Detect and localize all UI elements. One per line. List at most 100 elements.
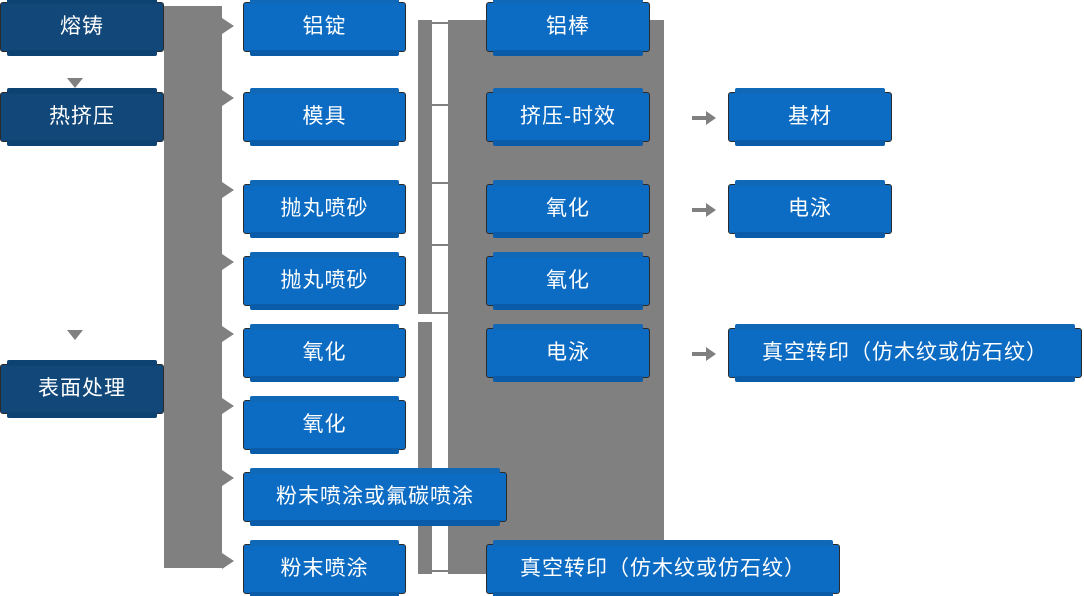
node-oxidation-4[interactable]: 氧化 [486, 252, 650, 310]
node-label: 挤压-时效 [520, 105, 616, 129]
box-bottom-shadow [493, 304, 643, 310]
node-label: 真空转印（仿木纹或仿石纹） [520, 557, 806, 581]
box-bottom-shadow [250, 304, 399, 310]
node-surface-treatment[interactable]: 表面处理 [0, 360, 164, 418]
node-al-ingot[interactable]: 铝锭 [243, 0, 406, 56]
node-extrusion-aging[interactable]: 挤压-时效 [486, 88, 650, 146]
node-label: 模具 [302, 105, 347, 129]
stage-to-detail-fan-stem [164, 6, 222, 368]
node-oxidation-3[interactable]: 氧化 [486, 180, 650, 238]
stage-down-arrow-1 [67, 78, 83, 88]
node-mold[interactable]: 模具 [243, 88, 406, 146]
box-top-lip [493, 180, 643, 186]
box-top-lip [250, 180, 399, 186]
detail-rail-upper [418, 20, 432, 314]
node-powder-or-fluorocarbon-coating[interactable]: 粉末喷涂或氟碳喷涂 [243, 468, 507, 526]
box-bottom-shadow [250, 592, 399, 596]
node-vacuum-transfer-print-2[interactable]: 真空转印（仿木纹或仿石纹） [728, 324, 1082, 382]
node-al-bar[interactable]: 铝棒 [486, 0, 650, 56]
box-bottom-shadow [493, 232, 643, 238]
box-top-lip [735, 324, 1075, 330]
box-top-lip [250, 252, 399, 258]
node-label: 粉末喷涂或氟碳喷涂 [276, 485, 474, 509]
node-electrophoresis-1[interactable]: 电泳 [486, 324, 650, 382]
node-label: 熔铸 [60, 15, 104, 39]
box-top-lip [250, 396, 399, 402]
fan-arrow-2 [222, 90, 234, 106]
node-label: 热挤压 [49, 105, 115, 129]
node-oxidation-1[interactable]: 氧化 [243, 324, 406, 382]
box-bottom-shadow [250, 140, 399, 146]
node-powder-coating[interactable]: 粉末喷涂 [243, 540, 406, 596]
node-label: 基材 [788, 105, 832, 129]
box-bottom-shadow [735, 376, 1075, 382]
node-oxidation-2[interactable]: 氧化 [243, 396, 406, 454]
box-bottom-shadow [7, 50, 157, 56]
fan-arrow-5 [222, 326, 234, 342]
node-label: 氧化 [546, 197, 590, 221]
fan-arrow-8 [222, 553, 234, 569]
detail-tick-1 [432, 22, 450, 24]
fan-arrow-7 [222, 470, 234, 486]
box-top-lip [250, 324, 399, 330]
fan-arrow-4 [222, 254, 234, 270]
box-bottom-shadow [493, 592, 833, 596]
box-bottom-shadow [250, 448, 399, 454]
product-conn-arrow-1 [706, 111, 716, 125]
box-bottom-shadow [493, 376, 643, 382]
node-electrophoresis-2[interactable]: 电泳 [728, 180, 892, 238]
node-label: 电泳 [546, 341, 590, 365]
node-label: 抛丸喷砂 [280, 269, 369, 293]
node-label: 氧化 [302, 341, 347, 365]
box-top-lip [493, 540, 833, 546]
box-bottom-shadow [735, 232, 885, 238]
box-top-lip [7, 0, 157, 4]
box-top-lip [250, 88, 399, 94]
product-conn-line-1 [692, 116, 706, 120]
node-vacuum-transfer-print-1[interactable]: 真空转印（仿木纹或仿石纹） [486, 540, 840, 596]
node-label: 氧化 [302, 413, 347, 437]
node-hot-extrude[interactable]: 热挤压 [0, 88, 164, 146]
box-bottom-shadow [250, 520, 500, 526]
node-label: 粉末喷涂 [280, 557, 369, 581]
node-label: 表面处理 [38, 377, 126, 401]
box-top-lip [250, 468, 500, 474]
product-conn-line-2 [692, 208, 706, 212]
box-top-lip [7, 88, 157, 94]
box-bottom-shadow [250, 232, 399, 238]
product-conn-arrow-3 [706, 347, 716, 361]
detail-tick-3 [432, 182, 450, 184]
box-bottom-shadow [735, 140, 885, 146]
node-shot-blast-2[interactable]: 抛丸喷砂 [243, 252, 406, 310]
node-label: 抛丸喷砂 [280, 197, 369, 221]
node-label: 铝锭 [302, 15, 347, 39]
box-top-lip [493, 324, 643, 330]
box-top-lip [735, 180, 885, 186]
node-label: 真空转印（仿木纹或仿石纹） [762, 341, 1048, 365]
stage-down-arrow-2 [67, 330, 83, 340]
node-label: 电泳 [788, 197, 832, 221]
box-top-lip [735, 88, 885, 94]
detail-rail-lower [418, 322, 432, 574]
fan-arrow-6 [222, 398, 234, 414]
box-bottom-shadow [7, 412, 157, 418]
product-conn-arrow-2 [706, 203, 716, 217]
node-substrate[interactable]: 基材 [728, 88, 892, 146]
box-top-lip [7, 360, 157, 366]
node-label: 铝棒 [546, 15, 590, 39]
box-top-lip [493, 252, 643, 258]
product-conn-line-3 [692, 352, 706, 356]
box-top-lip [493, 88, 643, 94]
node-melt-cast[interactable]: 熔铸 [0, 0, 164, 56]
detail-tick-6 [432, 570, 450, 572]
box-bottom-shadow [250, 376, 399, 382]
box-top-lip [250, 0, 399, 4]
fan-arrow-3 [222, 182, 234, 198]
box-bottom-shadow [493, 140, 643, 146]
detail-tick-4 [432, 244, 450, 246]
box-top-lip [250, 540, 399, 546]
detail-tick-5 [432, 312, 450, 314]
surface-stub-line [164, 389, 186, 391]
node-shot-blast-1[interactable]: 抛丸喷砂 [243, 180, 406, 238]
